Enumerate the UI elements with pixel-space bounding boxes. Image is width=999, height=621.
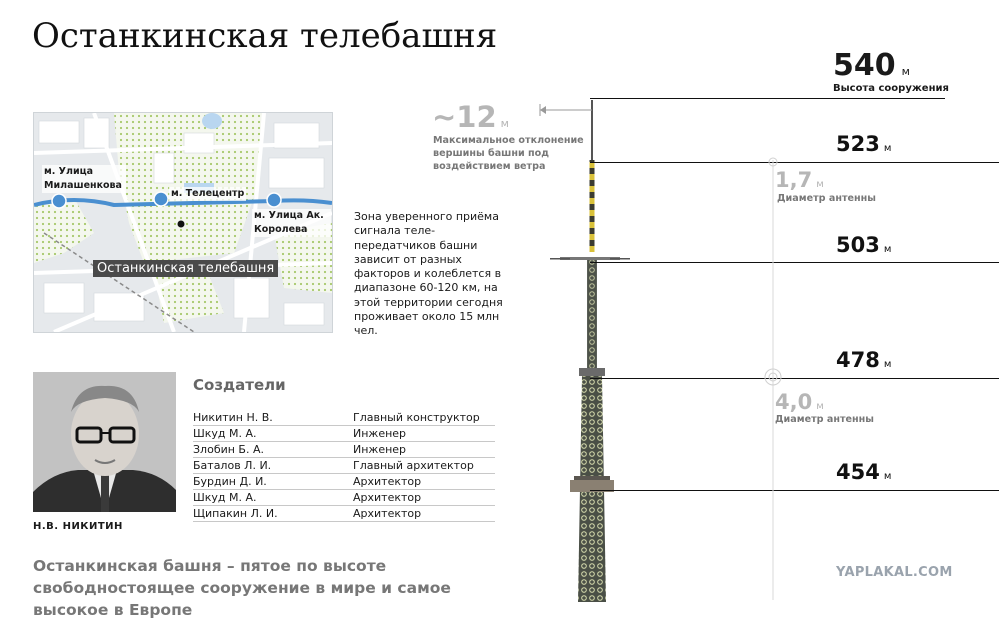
deviation-caption: Максимальное отклонение вершины башни по… xyxy=(433,135,584,172)
creator-name: Щипакин Л. И. xyxy=(193,507,278,520)
creator-role: Инженер xyxy=(353,427,407,440)
creator-name: Шкуд М. А. xyxy=(193,427,257,440)
creator-role: Архитектор xyxy=(353,475,422,488)
creator-role: Главный архитектор xyxy=(353,459,474,472)
creator-row: Шкуд М. А. Архитектор xyxy=(193,490,495,506)
creator-row: Щипакин Л. И. Архитектор xyxy=(193,506,495,522)
creators-title: Создатели xyxy=(193,376,286,394)
creator-name: Баталов Л. И. xyxy=(193,459,272,472)
creator-role: Архитектор xyxy=(353,491,422,504)
creator-row: Баталов Л. И. Главный архитектор xyxy=(193,458,495,474)
creator-row: Никитин Н. В. Главный конструктор xyxy=(193,410,495,426)
creator-row: Шкуд М. А. Инженер xyxy=(193,426,495,442)
height-total-caption: Высота сооружения xyxy=(833,83,949,94)
creator-role: Инженер xyxy=(353,443,407,456)
creator-role: Архитектор xyxy=(353,507,422,520)
height-line-478 xyxy=(590,378,999,379)
page-title: Останкинская телебашня xyxy=(32,16,498,56)
height-line-454 xyxy=(590,490,999,491)
creator-role: Главный конструктор xyxy=(353,411,480,424)
watermark: YAPLAKAL.COM xyxy=(836,565,953,580)
creator-row: Бурдин Д. И. Архитектор xyxy=(193,474,495,490)
portrait-caption: Н.В. НИКИТИН xyxy=(33,521,123,532)
creator-row: Злобин Б. А. Инженер xyxy=(193,442,495,458)
station-label-milashenkova: м. Улица Милашенкова xyxy=(42,165,126,193)
summary-text: Останкинская башня – пятое по высоте сво… xyxy=(33,557,451,619)
deviation-arrow-icon xyxy=(539,104,592,116)
antenna-guide-icon xyxy=(764,157,782,600)
station-label-korolyova: м. Улица Ак. Королева xyxy=(252,209,331,237)
tower-map-label: Останкинская телебашня xyxy=(93,260,279,277)
creator-name: Злобин Б. А. xyxy=(193,443,264,456)
height-line-523 xyxy=(590,162,999,163)
creator-name: Бурдин Д. И. xyxy=(193,475,267,488)
map: м. Улица Милашенкова м. Телецентр м. Ули… xyxy=(33,112,333,333)
reception-zone-text: Зона уверенного приёма сигнала теле-пере… xyxy=(354,210,503,338)
creator-name: Никитин Н. В. xyxy=(193,411,273,424)
height-line-503 xyxy=(590,262,999,263)
portrait-photo xyxy=(33,372,176,512)
antenna-diameter-upper-caption: Диаметр антенны xyxy=(777,193,876,204)
antenna-diameter-lower-caption: Диаметр антенны xyxy=(775,414,874,425)
creators-table: Никитин Н. В. Главный конструктор Шкуд М.… xyxy=(193,410,495,522)
tower-illustration xyxy=(540,90,640,606)
height-line-540 xyxy=(590,98,945,99)
creator-name: Шкуд М. А. xyxy=(193,491,257,504)
station-label-telecentr: м. Телецентр xyxy=(169,187,247,201)
